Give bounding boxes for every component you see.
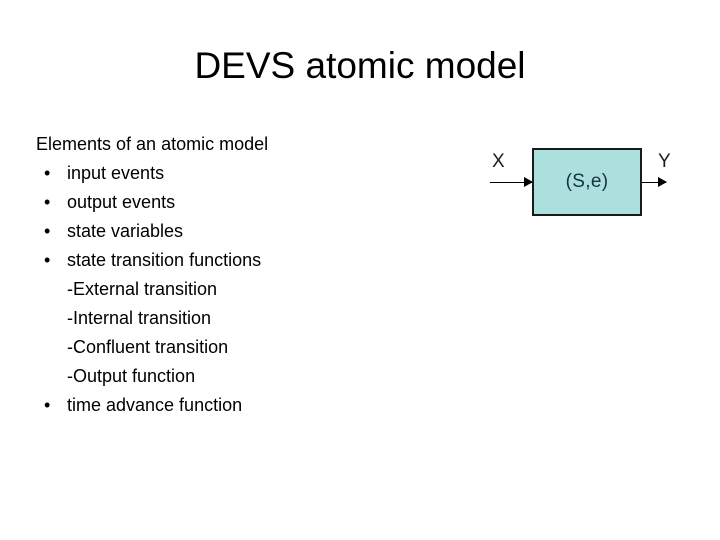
- list-item-output-events: • output events: [36, 188, 456, 217]
- output-port-label: Y: [658, 151, 671, 172]
- output-arrowhead-icon: [658, 176, 667, 187]
- sub-item-internal-transition: -Internal transition: [67, 308, 212, 328]
- state-box: (S,e): [532, 148, 642, 216]
- elements-bullet-list: • input events • output events • state v…: [36, 159, 456, 420]
- output-arrow-line: [642, 182, 666, 183]
- list-item-label: state transition functions: [67, 250, 262, 270]
- list-item-label: output events: [67, 192, 176, 212]
- list-item-label: input events: [67, 163, 165, 183]
- list-item-input-events: • input events: [36, 159, 456, 188]
- list-item-state-transition-functions: • state transition functions: [36, 246, 456, 275]
- sub-item-confluent-transition: -Confluent transition: [67, 337, 229, 357]
- sub-item-external-transition: -External transition: [67, 279, 218, 299]
- input-arrow-line: [490, 182, 532, 183]
- sub-item-output-function: -Output function: [67, 366, 196, 386]
- input-arrowhead-icon: [524, 176, 533, 187]
- intro-line: Elements of an atomic model: [36, 134, 269, 154]
- bullet-icon: •: [44, 250, 51, 270]
- list-item-state-variables: • state variables: [36, 217, 456, 246]
- input-port-label: X: [492, 151, 505, 172]
- bullet-icon: •: [44, 163, 51, 183]
- list-item-label: state variables: [67, 221, 184, 241]
- bullet-icon: •: [44, 395, 51, 415]
- list-item-time-advance-function: • time advance function: [36, 391, 456, 420]
- list-item-label: time advance function: [67, 395, 243, 415]
- state-box-label: (S,e): [565, 171, 609, 192]
- page-title: DEVS atomic model: [194, 45, 526, 86]
- atomic-model-diagram: X Y (S,e): [470, 138, 700, 238]
- bullet-icon: •: [44, 192, 51, 212]
- content-text-block: Elements of an atomic model • input even…: [36, 130, 456, 420]
- bullet-icon: •: [44, 221, 51, 241]
